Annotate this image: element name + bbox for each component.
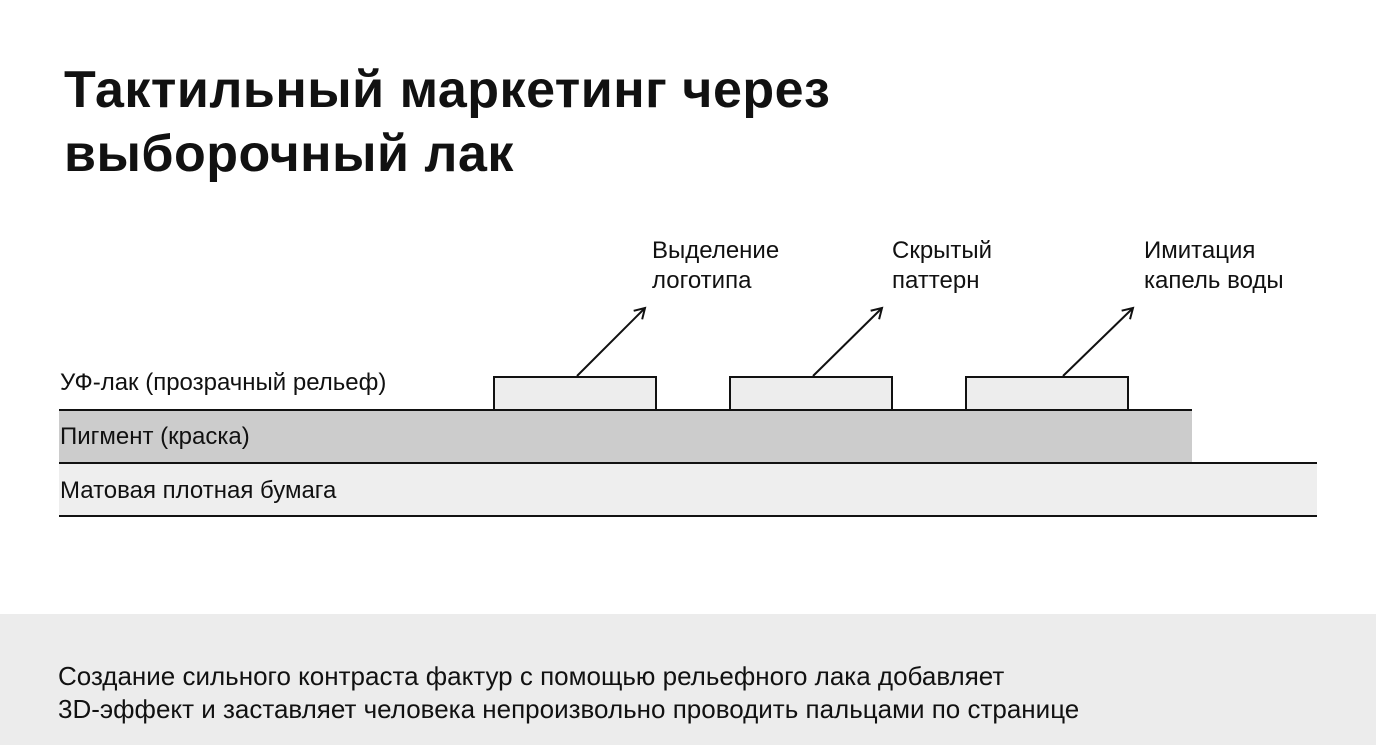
- varnish-block-drops: [965, 376, 1129, 411]
- callout-logo-line-2: логотипа: [652, 267, 752, 294]
- footer-caption-line-1: Создание сильного контраста фактур с пом…: [58, 661, 1005, 691]
- pigment-layer: [59, 410, 1192, 463]
- callout-drops: Имитация капель воды: [1144, 236, 1284, 296]
- varnish-block-logo: [493, 376, 657, 411]
- arrow-logo: [576, 306, 647, 377]
- callout-pattern-line-2: паттерн: [892, 267, 980, 294]
- layer-diagram: УФ-лак (прозрачный рельеф) Пигмент (крас…: [59, 236, 1317, 517]
- callout-drops-line-2: капель воды: [1144, 267, 1284, 294]
- callout-drops-line-1: Имитация: [1144, 237, 1256, 264]
- title-line-1: Тактильный маркетинг через: [64, 61, 831, 119]
- arrow-pattern: [812, 306, 884, 377]
- layer-diagram-svg: [59, 306, 1317, 517]
- title-line-2: выборочный лак: [64, 125, 514, 183]
- callout-pattern-line-1: Скрытый: [892, 237, 993, 264]
- callout-pattern: Скрытый паттерн: [892, 236, 992, 296]
- callout-logo-line-1: Выделение: [652, 237, 780, 264]
- page-title: Тактильный маркетинг через выборочный ла…: [64, 58, 1064, 186]
- footer-caption: Создание сильного контраста фактур с пом…: [58, 660, 1079, 726]
- callout-logo: Выделение логотипа: [652, 236, 779, 296]
- paper-layer: [59, 463, 1317, 516]
- arrow-drops: [1062, 306, 1135, 377]
- pigment-layer-label: Пигмент (краска): [60, 423, 250, 450]
- varnish-block-pattern: [729, 376, 893, 411]
- varnish-layer-label: УФ-лак (прозрачный рельеф): [60, 369, 387, 396]
- footer-panel: Создание сильного контраста фактур с пом…: [0, 614, 1376, 745]
- paper-layer-label: Матовая плотная бумага: [60, 477, 337, 504]
- footer-caption-line-2: 3D-эффект и заставляет человека непроизв…: [58, 694, 1080, 724]
